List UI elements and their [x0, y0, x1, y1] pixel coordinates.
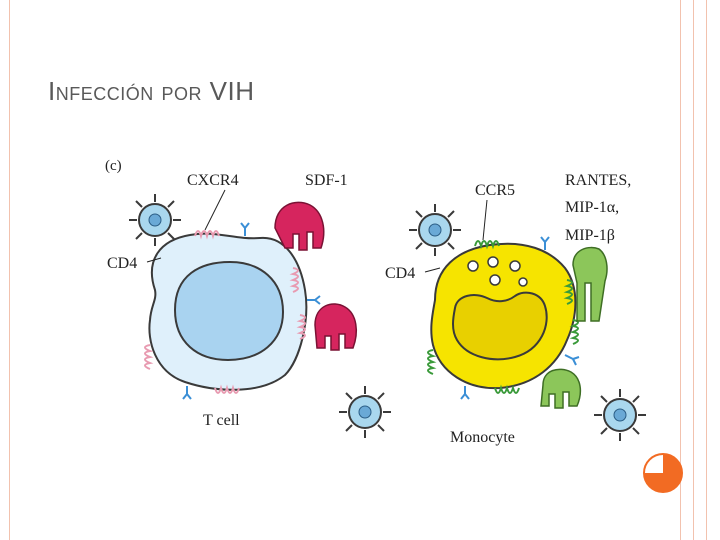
diagram-canvas: (c) CXCR4 SDF-1 CD4 T cell	[105, 158, 646, 446]
slide-frame-right-line	[680, 0, 681, 540]
rantes-mip-ligands	[540, 246, 608, 409]
rantes-label: RANTES,	[565, 172, 631, 189]
monocyte-label: Monocyte	[450, 429, 515, 446]
t-cell-nucleus	[173, 260, 285, 362]
slide-title: Infección por VIH	[48, 76, 255, 106]
mip1b-label: MIP-1β	[565, 227, 615, 244]
ccr5-receptors	[427, 240, 579, 394]
t-cell	[144, 222, 321, 400]
hiv-coreceptor-diagram: (c) CXCR4 SDF-1 CD4 T cell	[95, 150, 670, 460]
slide-frame-right-line	[693, 0, 694, 540]
ccr5-label: CCR5	[475, 182, 515, 199]
cxcr4-pointer	[204, 189, 226, 231]
cd4-left-label: CD4	[107, 255, 137, 272]
sdf1-label: SDF-1	[305, 172, 348, 189]
virus-particle	[594, 389, 646, 441]
decorative-corner-circle	[643, 453, 683, 493]
monocyte-vesicles	[467, 256, 528, 287]
cd4-receptors	[182, 222, 321, 400]
virus-particles	[129, 194, 646, 441]
monocyte-nucleus	[452, 291, 548, 361]
virus-particle	[339, 386, 391, 438]
cd4-receptors	[460, 236, 580, 400]
monocyte	[427, 236, 580, 400]
cd4-left-pointer	[146, 257, 162, 263]
panel-label: (c)	[105, 158, 122, 174]
cd4-right-pointer	[424, 267, 441, 273]
cd4-right-label: CD4	[385, 265, 415, 282]
virus-particle	[409, 204, 461, 256]
sdf1-ligands	[274, 201, 358, 351]
virus-particle	[129, 194, 181, 246]
mip1a-label: MIP-1α,	[565, 199, 619, 216]
ccr5-pointer	[482, 199, 488, 241]
slide-frame-left-line	[9, 0, 10, 540]
t-cell-label: T cell	[203, 412, 240, 429]
slide-frame-right-line	[706, 0, 707, 540]
cxcr4-label: CXCR4	[187, 172, 239, 189]
cxcr4-receptors	[144, 230, 306, 394]
